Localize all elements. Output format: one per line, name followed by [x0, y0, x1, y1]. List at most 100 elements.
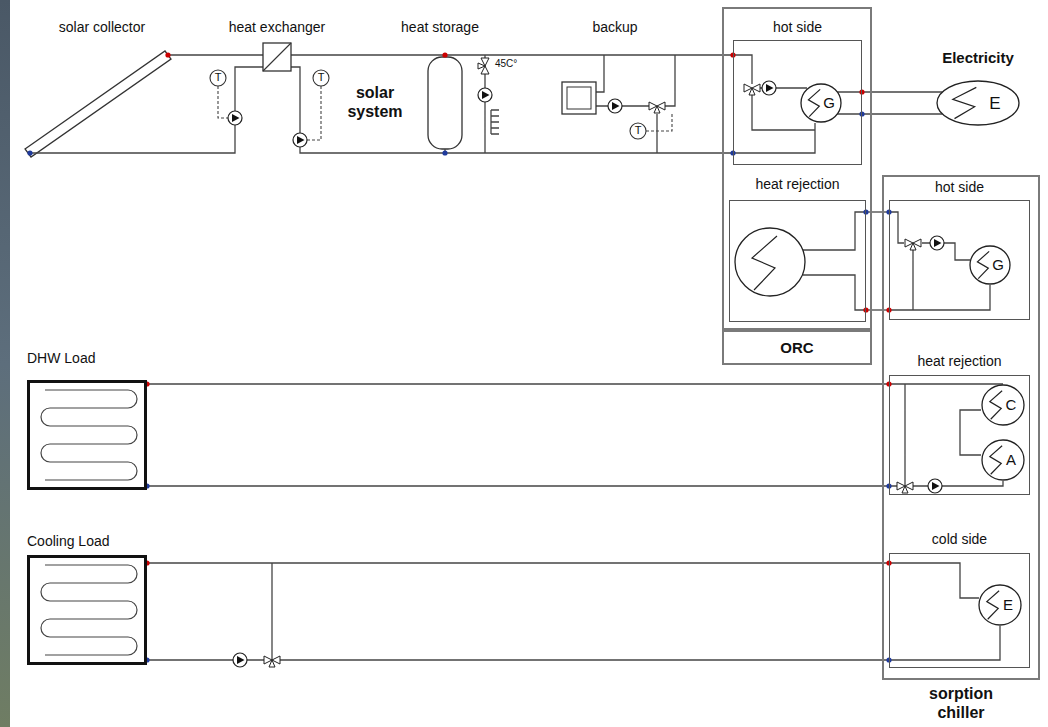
- box-heading: hot side: [935, 179, 984, 196]
- orc-group-box: ORChot sideGheat rejection: [722, 7, 872, 330]
- storage-tank: [428, 57, 462, 149]
- group-title: ORC: [780, 339, 813, 357]
- pipe-connector: [866, 309, 889, 310]
- symbol-letter: C: [1006, 396, 1017, 414]
- box-heading: heat rejection: [917, 353, 1001, 370]
- box-heading: sorption chiller: [914, 684, 1008, 722]
- circle-outline: [981, 384, 1025, 426]
- pump-symbol: [293, 133, 307, 147]
- text-slot: hot side: [733, 17, 862, 37]
- component-label: backup: [592, 19, 637, 36]
- circle-shape: [970, 246, 1010, 284]
- text-slot: E: [997, 595, 1019, 615]
- circle-shape: [982, 385, 1024, 425]
- backup-heater: [562, 82, 596, 114]
- coil-symbol: [987, 591, 999, 620]
- text-slot: C: [1000, 395, 1022, 415]
- sensor-letter: T: [318, 71, 325, 84]
- hot-side-box: hot sideG: [733, 40, 862, 165]
- coil-symbol: [808, 89, 820, 116]
- supply-port: [442, 52, 447, 57]
- electricity-circle: ElectricityE: [936, 80, 1020, 126]
- condenser-circle: [735, 228, 805, 296]
- text-slot: G: [987, 255, 1009, 275]
- evaporator-circle: E: [978, 584, 1022, 626]
- text-slot: heat rejection: [729, 174, 866, 194]
- hot-side-box: hot sideG: [889, 200, 1030, 320]
- heat-exchanger-plate: [263, 43, 291, 71]
- pump-symbol: [608, 99, 622, 113]
- sensor-circle: [210, 70, 226, 86]
- pipework: [30, 55, 1003, 660]
- pipe-connector: [837, 113, 942, 114]
- load-coil: [41, 390, 137, 480]
- solar-collector-panel: [25, 51, 171, 157]
- text-slot: solar collector: [37, 17, 167, 37]
- text-slot: ORC: [722, 330, 872, 365]
- return-port: [863, 209, 868, 214]
- pump-symbol: [928, 479, 942, 493]
- text-slot: DHW Load: [27, 348, 167, 368]
- cooling-bypass-pipe: [271, 563, 272, 660]
- pump-symbol: [228, 111, 242, 125]
- component-label: heat storage: [401, 19, 479, 36]
- sensor-letter: T: [215, 71, 222, 84]
- box-heading: DHW Load: [27, 350, 95, 367]
- text-slot: hot side: [889, 177, 1030, 197]
- component-label: heat exchanger: [229, 19, 326, 36]
- circle-shape: [982, 440, 1024, 480]
- port-dots: [27, 52, 891, 662]
- pipe-connector: [147, 562, 889, 563]
- circle-outline: [936, 80, 1020, 126]
- text-slot: cold side: [889, 529, 1030, 549]
- coil-symbol: [752, 236, 777, 290]
- circle-shape: [937, 81, 1019, 125]
- symbol-letter: Electricity: [942, 49, 1014, 67]
- cold-side-box: cold sideE: [889, 553, 1030, 668]
- symbol-letter: A: [1006, 451, 1016, 469]
- pipe-connector: [147, 485, 889, 486]
- setpoint-label: 45C°: [495, 58, 517, 70]
- pipe-connector: [147, 659, 889, 660]
- text-slot: heat exchanger: [212, 17, 342, 37]
- load-coil: [41, 565, 137, 655]
- pipe-connector: [837, 91, 942, 92]
- sensor-circle: [313, 70, 329, 86]
- coil-symbol: [990, 391, 1002, 420]
- text-slot: A: [1000, 450, 1022, 470]
- text-slot: Electricity: [918, 47, 1038, 69]
- primary-loop-pipe: [30, 55, 263, 153]
- coil-symbol: [990, 446, 1002, 475]
- coil-symbol: [953, 87, 977, 118]
- valve-symbol: [649, 102, 665, 113]
- text-slot: heat storage: [385, 17, 495, 37]
- circle-shape: [979, 585, 1021, 625]
- pump-symbol: [478, 88, 492, 102]
- supply-port: [859, 89, 864, 94]
- symbol-letter: G: [823, 94, 835, 112]
- component-label: solar collector: [59, 19, 145, 36]
- backup-heater-inner: [567, 87, 591, 109]
- text-slot: T: [212, 70, 224, 86]
- pump-symbol: [233, 653, 247, 667]
- box-heading: heat rejection: [755, 176, 839, 193]
- return-port: [442, 150, 447, 155]
- generator-circle: G: [800, 83, 842, 123]
- box-heading: hot side: [773, 19, 822, 36]
- heat-exchanger-diagonal: [263, 43, 291, 71]
- valve-symbol: [905, 239, 921, 250]
- circle-outline: [969, 245, 1011, 285]
- text-slot: 45C°: [495, 57, 529, 71]
- text-slot: backup: [575, 17, 655, 37]
- text-slot: sorption chiller: [914, 683, 1008, 723]
- circle-outline: [978, 584, 1022, 626]
- valve-symbol: [744, 84, 760, 95]
- pump-symbol: [930, 236, 944, 250]
- system-label: solar system: [333, 83, 417, 121]
- heat-rejection-box: heat rejectionCA: [889, 375, 1030, 495]
- text-slot: Cooling Load: [27, 531, 167, 551]
- text-slot: heat rejection: [889, 351, 1030, 371]
- circle-outline: [800, 83, 842, 123]
